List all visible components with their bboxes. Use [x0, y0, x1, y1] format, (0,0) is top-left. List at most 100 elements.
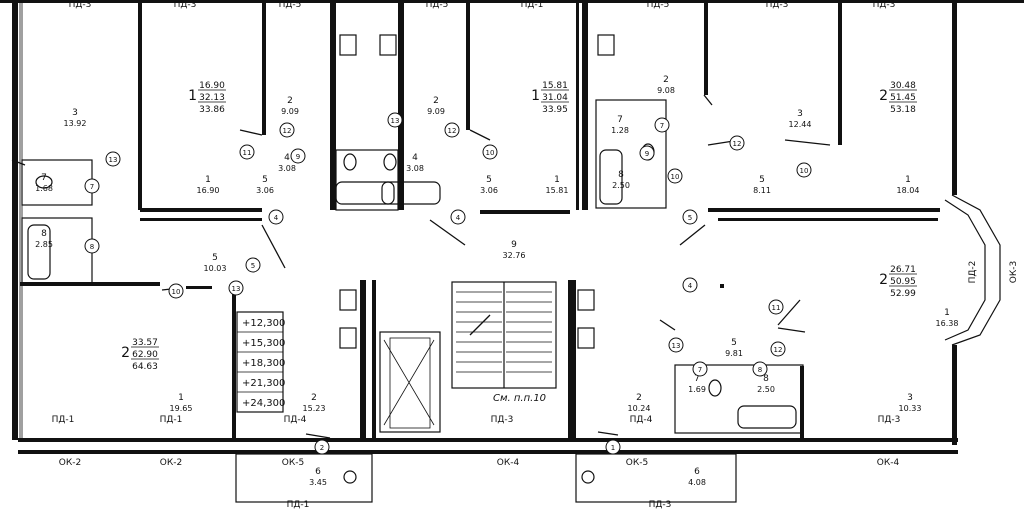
apartment-living: 33.57	[132, 338, 158, 348]
marker-number: 12	[283, 127, 292, 135]
circle-marker: 13	[668, 337, 684, 353]
level-5: +24,300	[242, 398, 285, 409]
marker-number: 13	[232, 285, 241, 293]
apartment-overall: 52.99	[890, 289, 916, 299]
apartment-total: 31.04	[542, 93, 568, 103]
room-tag: 29.09	[427, 96, 445, 116]
openings-bottom-label: ПД-1	[52, 415, 75, 425]
room-area: 1.68	[35, 184, 53, 193]
openings-bottom-label: ПД-1	[160, 415, 183, 425]
marker-number: 1	[611, 444, 615, 452]
marker-number: 10	[172, 288, 181, 296]
openings-top-label: ПД-5	[426, 0, 449, 10]
room-number: 4	[412, 153, 418, 163]
circle-marker: 12	[770, 341, 786, 357]
marker-number: 13	[109, 156, 118, 164]
apartment-overall: 64.63	[132, 362, 158, 372]
room-number: 7	[694, 374, 700, 384]
room-number: 2	[287, 96, 293, 106]
room-number: 1	[554, 175, 560, 185]
openings-top-label: ПД-3	[69, 0, 92, 10]
room-tag: 116.38	[936, 308, 959, 328]
windows-bottom-label: ОК-5	[282, 458, 304, 468]
circle-marker: 4	[682, 277, 698, 293]
room-tag: 43.08	[406, 153, 424, 173]
openings-bottom-label: ПД-4	[284, 415, 307, 425]
openings-top-label: ПД-3	[766, 0, 789, 10]
marker-number: 4	[688, 282, 693, 290]
room-tag: 82.85	[35, 229, 53, 249]
apartment-living: 26.71	[890, 265, 916, 275]
room-area: 8.11	[753, 186, 771, 195]
room-number: 6	[694, 467, 700, 477]
circle-marker: 1	[605, 439, 621, 455]
apartment-overall: 33.95	[542, 105, 568, 115]
room-tag: 71.28	[611, 115, 629, 135]
marker-number: 4	[274, 214, 279, 222]
marker-number: 12	[774, 346, 783, 354]
room-tag: 116.90	[197, 175, 220, 195]
room-area: 10.24	[628, 404, 651, 413]
room-tag: 43.08	[278, 153, 296, 173]
room-area: 18.04	[897, 186, 920, 195]
room-tag: 115.81	[546, 175, 569, 195]
apartment-living: 30.48	[890, 81, 916, 91]
room-labels: 313.9229.0929.0929.08312.4471.6871.28116…	[35, 75, 958, 487]
room-area: 2.85	[35, 240, 53, 249]
room-area: 32.76	[503, 251, 526, 260]
room-area: 15.81	[546, 186, 569, 195]
apartment-living: 16.90	[199, 81, 225, 91]
room-area: 19.65	[170, 404, 193, 413]
room-tag: 310.33	[899, 393, 922, 413]
marker-number: 9	[296, 153, 300, 161]
circle-marker: 7	[84, 178, 100, 194]
circle-marker: 8	[752, 361, 768, 377]
openings-bottom-label: ПД-4	[630, 415, 653, 425]
room-number: 5	[486, 175, 492, 185]
marker-number: 9	[645, 150, 649, 158]
circle-marker: 13	[387, 112, 403, 128]
room-tag: 29.08	[657, 75, 675, 95]
circle-marker: 11	[239, 144, 255, 160]
room-number: 6	[315, 467, 321, 477]
room-tag: 71.68	[35, 173, 53, 193]
marker-number: 7	[90, 183, 94, 191]
circle-marker: 5	[245, 257, 261, 273]
room-number: 5	[759, 175, 765, 185]
marker-number: 7	[698, 366, 702, 374]
circle-marker: 12	[444, 122, 460, 138]
side-label: ОК-3	[1009, 261, 1019, 283]
openings-bottom-label: ПД-3	[878, 415, 901, 425]
room-number: 2	[663, 75, 669, 85]
room-area: 16.38	[936, 319, 959, 328]
windows-bottom-label: ПД-3	[649, 500, 672, 509]
room-number: 5	[212, 253, 218, 263]
room-tag: 312.44	[789, 109, 812, 129]
room-tag: 53.06	[480, 175, 498, 195]
apartment-rooms: 2	[879, 272, 888, 288]
level-2: +15,300	[242, 338, 285, 349]
room-area: 2.50	[757, 385, 775, 394]
marker-number: 4	[456, 214, 461, 222]
room-area: 9.09	[427, 107, 445, 116]
marker-number: 12	[733, 140, 742, 148]
room-tag: 64.08	[688, 467, 706, 487]
circle-marker: 7	[692, 361, 708, 377]
circle-marker: 13	[105, 151, 121, 167]
room-area: 10.03	[204, 264, 227, 273]
room-tag: 59.81	[725, 338, 743, 358]
marker-number: 10	[671, 173, 680, 181]
apartment-rooms: 1	[188, 88, 197, 104]
apartment-total: 50.95	[890, 277, 916, 287]
room-number: 3	[797, 109, 803, 119]
windows-bottom-label: ОК-2	[160, 458, 182, 468]
room-area: 3.06	[480, 186, 498, 195]
marker-number: 2	[320, 444, 324, 452]
apartment-overall: 53.18	[890, 105, 916, 115]
room-area: 2.50	[612, 181, 630, 190]
room-number: 7	[41, 173, 47, 183]
room-area: 1.28	[611, 126, 629, 135]
